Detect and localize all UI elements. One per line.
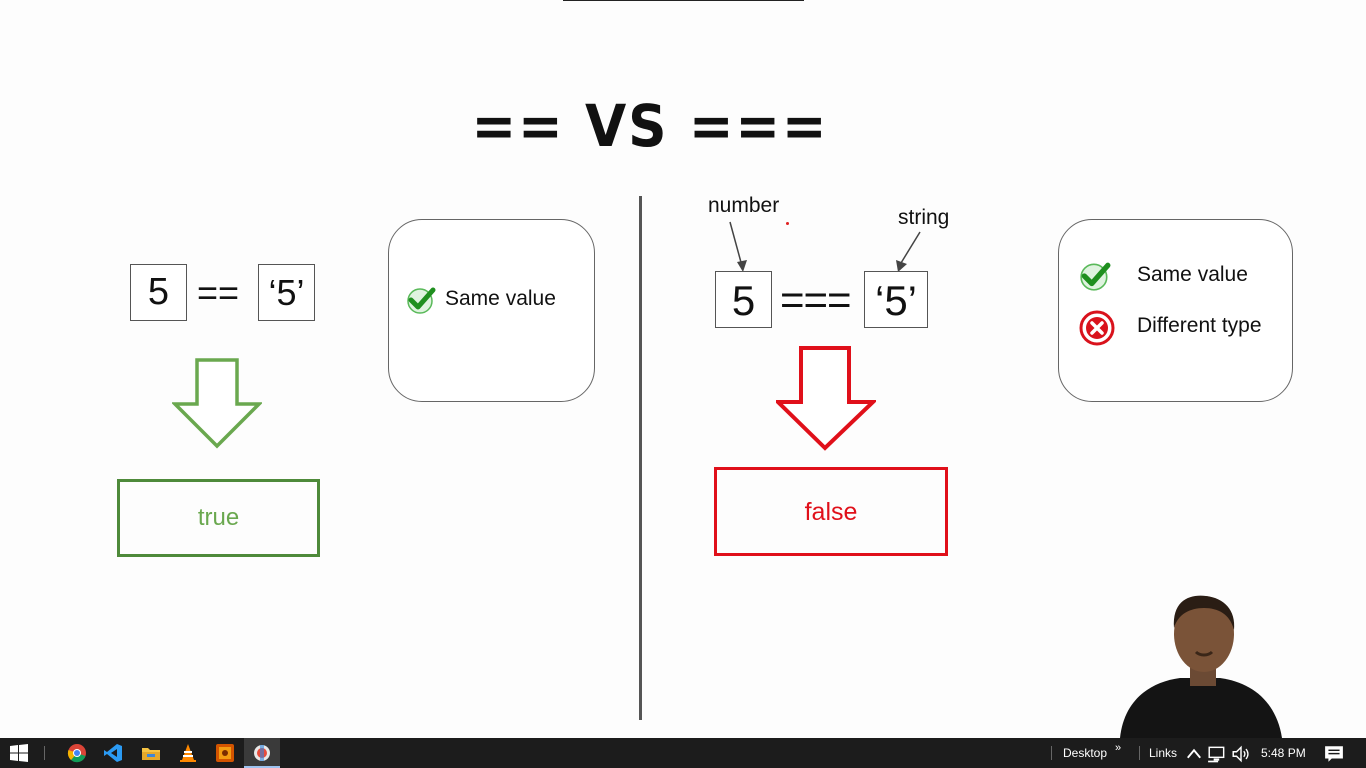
taskbar-separator xyxy=(1139,746,1140,760)
note-different-type: Different type xyxy=(1137,314,1262,337)
result-false-box: false xyxy=(714,467,948,556)
slide-title: == VS === xyxy=(471,92,829,160)
recorder-app-icon[interactable] xyxy=(215,743,235,763)
down-arrow-red xyxy=(776,346,876,451)
chrome-icon[interactable] xyxy=(67,743,87,763)
center-divider xyxy=(639,196,642,720)
right-right-operand-box: ‘5’ xyxy=(864,271,928,328)
check-icon xyxy=(407,287,436,314)
action-center-icon[interactable] xyxy=(1324,744,1344,764)
note-same-value: Same value xyxy=(1137,263,1248,286)
active-app-underline xyxy=(244,766,280,768)
left-note-panel: Same value xyxy=(388,219,595,402)
volume-icon[interactable] xyxy=(1231,744,1251,764)
screen-recorder-icon[interactable] xyxy=(252,743,272,763)
right-operator: === xyxy=(780,276,852,323)
cross-icon xyxy=(1079,310,1115,346)
annotation-number: number xyxy=(708,194,780,217)
annotation-string: string xyxy=(898,206,950,229)
slide-canvas: == VS === 5 == ‘5’ Same value true numbe… xyxy=(117,0,1293,738)
clock-time[interactable]: 5:48 PM xyxy=(1261,746,1306,760)
file-explorer-icon[interactable] xyxy=(141,743,161,763)
taskbar-separator xyxy=(44,746,45,760)
check-icon xyxy=(1080,262,1111,291)
result-false-label: false xyxy=(804,498,858,526)
presenter-webcam xyxy=(1120,595,1282,738)
windows-start-icon[interactable] xyxy=(9,743,29,763)
result-true-label: true xyxy=(197,504,240,531)
taskbar: Desktop » Links 5:48 PM xyxy=(0,738,1366,768)
top-rule xyxy=(563,0,804,1)
links-toolbar-label[interactable]: Links xyxy=(1149,746,1178,760)
chevron-up-icon[interactable] xyxy=(1184,744,1204,764)
vlc-icon[interactable] xyxy=(178,743,198,763)
chevron-double-right-icon[interactable]: » xyxy=(1115,742,1122,754)
note-same-value: Same value xyxy=(445,287,556,310)
right-note-panel: Same value Different type xyxy=(1058,219,1293,402)
down-arrow-green xyxy=(172,358,262,449)
result-true-box: true xyxy=(117,479,320,557)
taskbar-separator xyxy=(1051,746,1052,760)
right-operand-box: ‘5’ xyxy=(258,264,315,321)
left-operator: == xyxy=(197,272,240,313)
vscode-icon[interactable] xyxy=(103,743,123,763)
annotation-pointers xyxy=(729,221,921,272)
left-operand-box: 5 xyxy=(130,264,187,321)
laser-dot xyxy=(786,222,789,225)
right-left-operand-box: 5 xyxy=(715,271,772,328)
desktop-toolbar-label[interactable]: Desktop xyxy=(1063,746,1108,760)
network-icon[interactable] xyxy=(1207,744,1227,764)
